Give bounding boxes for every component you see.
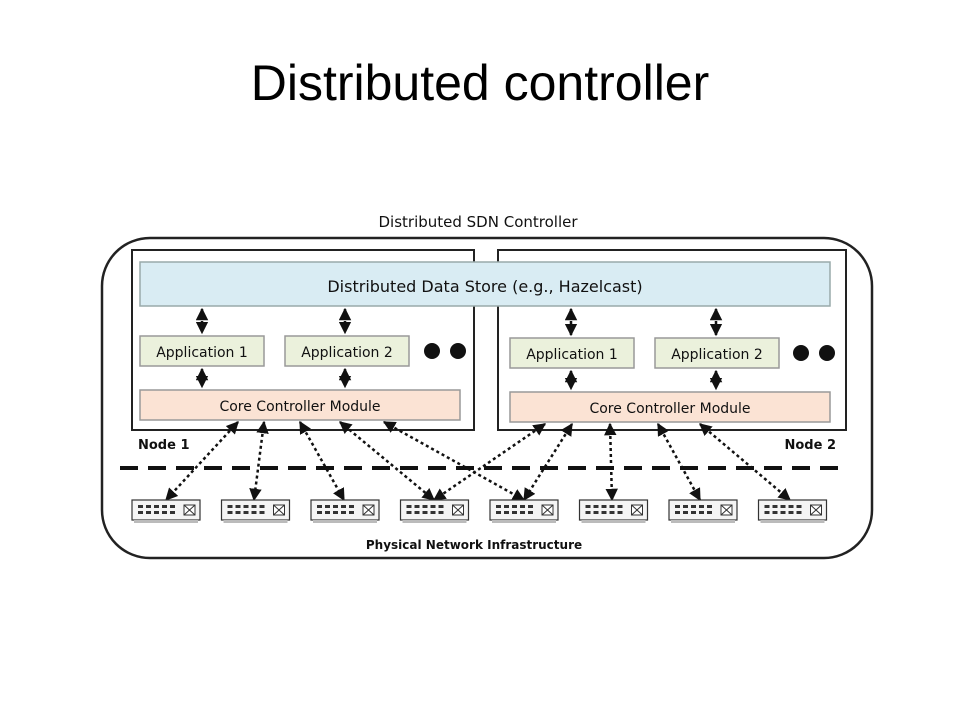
node2-application2-label: Application 2 [671, 347, 763, 363]
network-switch-icon [310, 499, 380, 523]
node2-label: Node 2 [784, 438, 836, 453]
node2-core-box [509, 391, 831, 423]
node1-core-label: Core Controller Module [219, 399, 380, 415]
link-core-switch [604, 422, 618, 502]
data-store-label: Distributed Data Store (e.g., Hazelcast) [327, 277, 642, 296]
network-switch-icon [489, 499, 559, 523]
link-core-switch [298, 420, 346, 502]
node1-label: Node 1 [138, 438, 190, 453]
link-core-switch [699, 423, 791, 501]
switch-links [165, 420, 791, 502]
link-core-switch [656, 422, 702, 502]
network-switch-icon [131, 499, 201, 523]
link-core-switch [522, 422, 574, 502]
switch-row [131, 499, 828, 523]
network-switch-icon [220, 499, 291, 523]
distributed-sdn-controller-label: Distributed SDN Controller [378, 213, 578, 231]
node1-more-apps-dot [424, 343, 440, 359]
network-switch-icon [578, 499, 649, 523]
node2-application2-box [654, 337, 780, 369]
node1-application1-box [139, 335, 265, 367]
vertical-arrows [195, 307, 723, 391]
network-switch-icon [399, 499, 470, 523]
link-core-switch [432, 422, 547, 502]
node1-application2-box [284, 335, 410, 367]
slide-title: Distributed controller [250, 55, 710, 111]
network-switch-icon [668, 499, 738, 523]
node1-more-apps-dot [450, 343, 466, 359]
node2-more-apps-dot [819, 345, 835, 361]
node2-application1-label: Application 1 [526, 347, 618, 363]
node1-core-box [139, 389, 461, 421]
node2-application1-box [509, 337, 635, 369]
node2-more-apps-dot [793, 345, 809, 361]
link-core-switch [249, 420, 269, 502]
network-switch-icon [757, 499, 828, 523]
node2-core-label: Core Controller Module [589, 401, 750, 417]
node1-application2-label: Application 2 [301, 345, 393, 361]
physical-infrastructure-label: Physical Network Infrastructure [366, 538, 582, 552]
node1-application1-label: Application 1 [156, 345, 248, 361]
data-store-box [139, 261, 831, 307]
